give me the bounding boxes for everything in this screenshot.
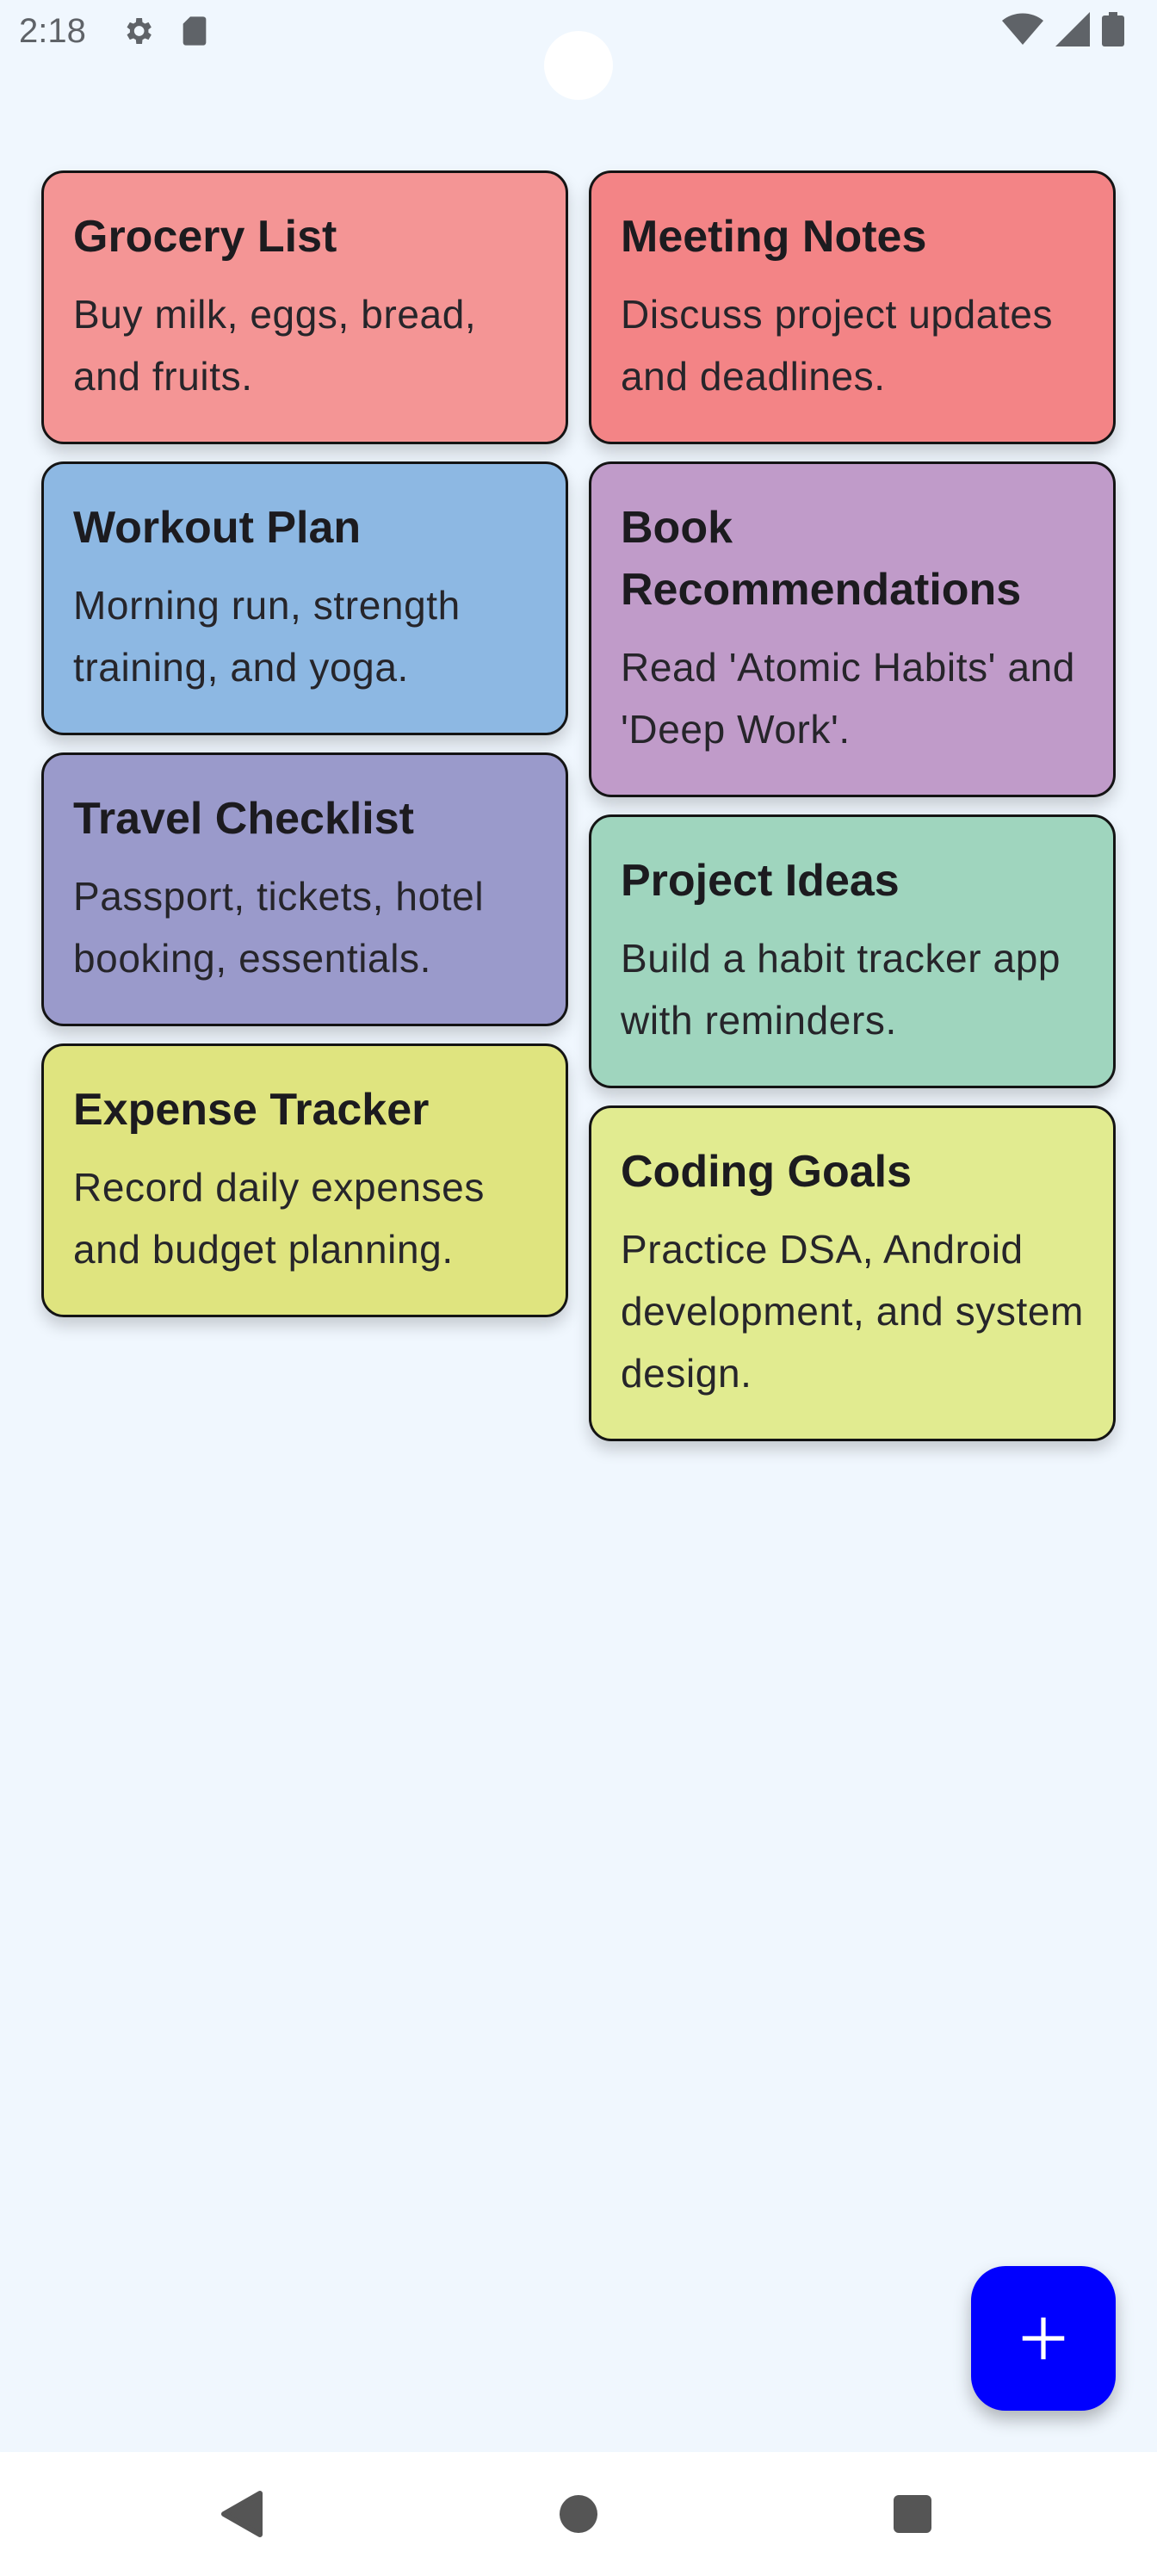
note-title: Meeting Notes xyxy=(621,212,927,262)
note-card[interactable]: Meeting Notes Discuss project updates an… xyxy=(589,170,1116,444)
note-title: Travel Checklist xyxy=(73,794,414,844)
back-button[interactable] xyxy=(213,2486,269,2542)
add-note-button[interactable] xyxy=(971,2266,1116,2411)
note-card[interactable]: Book Recommendations Read 'Atomic Habits… xyxy=(589,461,1116,797)
note-title: Workout Plan xyxy=(73,503,362,553)
note-title: Coding Goals xyxy=(621,1147,912,1197)
note-card[interactable]: Travel Checklist Passport, tickets, hote… xyxy=(41,752,568,1026)
note-body: Buy milk, eggs, bread, and fruits. xyxy=(73,292,477,399)
note-card[interactable]: Grocery List Buy milk, eggs, bread, and … xyxy=(41,170,568,444)
notes-column-left: Grocery List Buy milk, eggs, bread, and … xyxy=(41,170,568,1317)
note-card[interactable]: Coding Goals Practice DSA, Android devel… xyxy=(589,1105,1116,1441)
sd-card-icon xyxy=(183,16,207,46)
wifi-icon xyxy=(1002,13,1043,45)
status-icons xyxy=(1002,12,1124,46)
home-icon xyxy=(560,2495,597,2533)
note-body: Passport, tickets, hotel booking, essent… xyxy=(73,874,485,981)
note-body: Morning run, strength training, and yoga… xyxy=(73,583,461,690)
navigation-bar xyxy=(0,2452,1157,2576)
note-title: Expense Tracker xyxy=(73,1085,430,1135)
back-icon xyxy=(221,2491,263,2537)
recents-button[interactable] xyxy=(885,2486,940,2542)
recents-icon xyxy=(894,2495,931,2533)
note-card[interactable]: Expense Tracker Record daily expenses an… xyxy=(41,1043,568,1317)
note-body: Read 'Atomic Habits' and 'Deep Work'. xyxy=(621,645,1075,752)
note-card[interactable]: Workout Plan Morning run, strength train… xyxy=(41,461,568,735)
note-title: Project Ideas xyxy=(621,856,900,906)
status-time: 2:18 xyxy=(19,12,86,50)
signal-icon xyxy=(1055,12,1090,46)
note-body: Build a habit tracker app with reminders… xyxy=(621,936,1061,1043)
note-body: Discuss project updates and deadlines. xyxy=(621,292,1054,399)
gear-icon xyxy=(127,18,152,44)
plus-icon xyxy=(1022,2317,1065,2360)
note-card[interactable]: Project Ideas Build a habit tracker app … xyxy=(589,814,1116,1088)
camera-cutout xyxy=(544,31,613,100)
note-title: Book Recommendations xyxy=(621,503,1022,615)
status-bar: 2:18 xyxy=(0,0,1157,100)
notes-column-right: Meeting Notes Discuss project updates an… xyxy=(589,170,1116,1441)
note-body: Practice DSA, Android development, and s… xyxy=(621,1227,1084,1396)
note-title: Grocery List xyxy=(73,212,337,262)
note-body: Record daily expenses and budget plannin… xyxy=(73,1165,485,1272)
battery-icon xyxy=(1102,12,1124,46)
home-button[interactable] xyxy=(551,2486,606,2542)
